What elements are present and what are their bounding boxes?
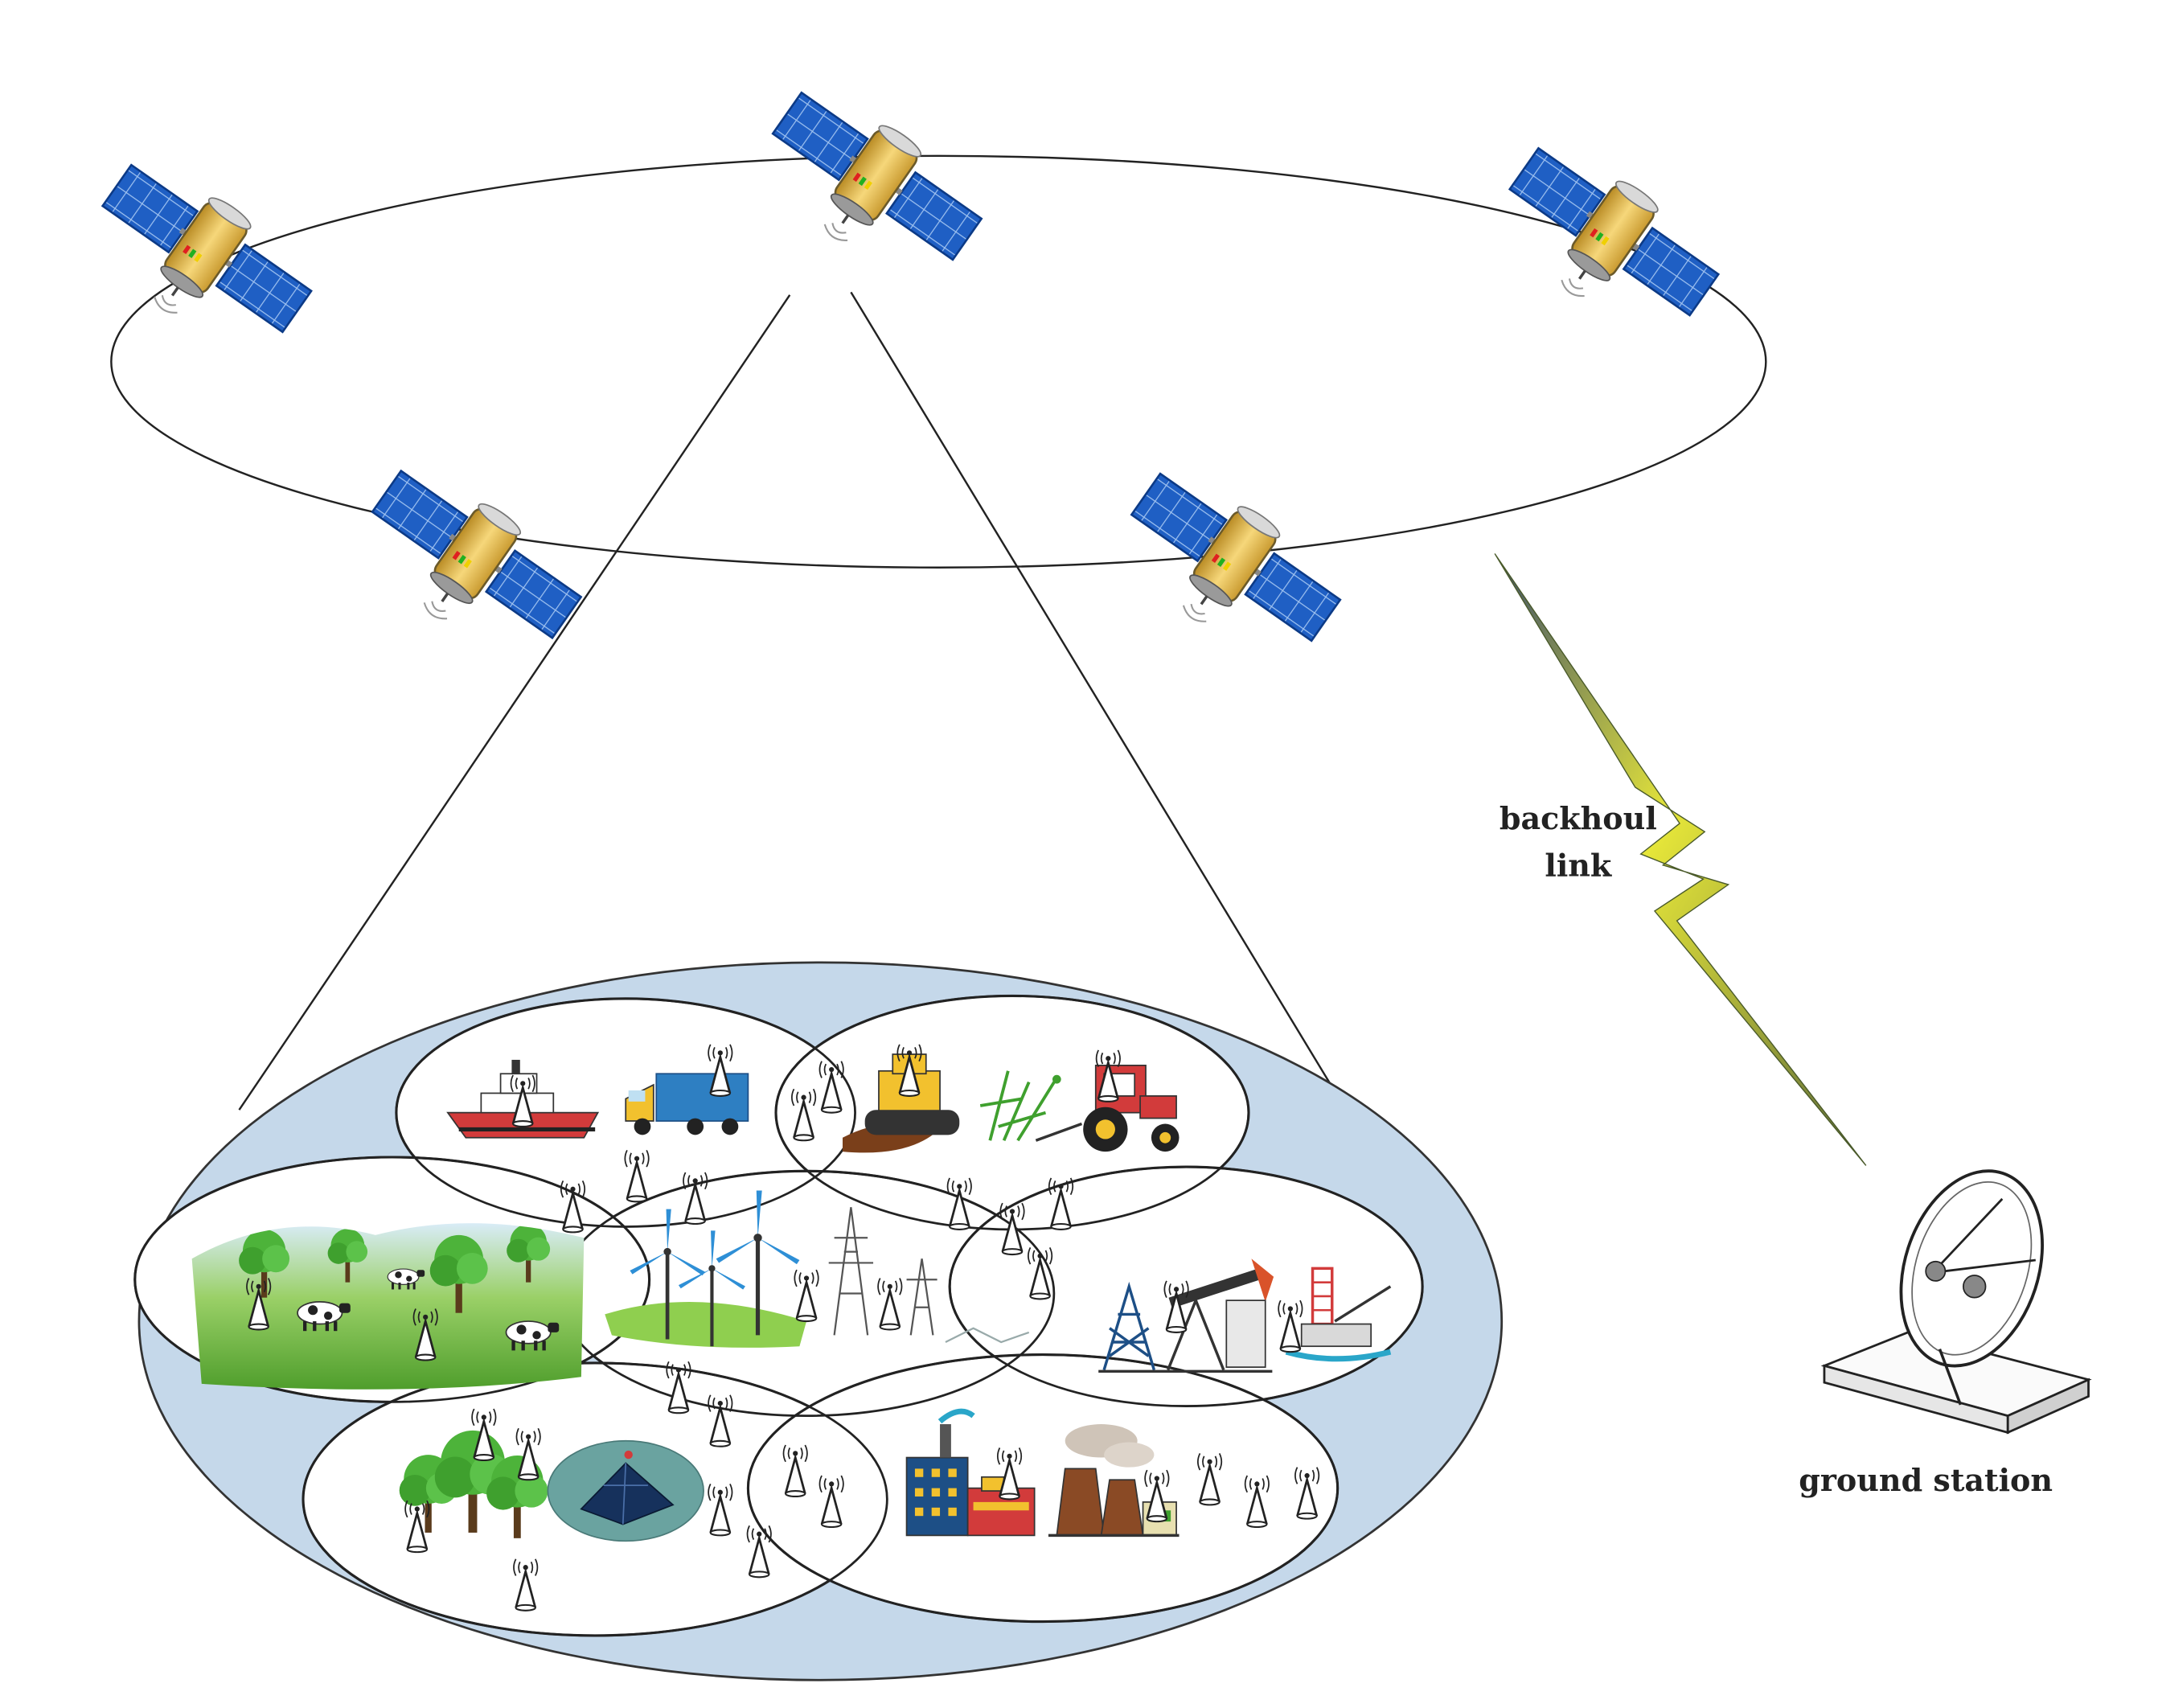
wind-turbine-icon xyxy=(605,1191,807,1348)
truck-icon xyxy=(625,1073,749,1135)
satellite-icon xyxy=(342,450,597,681)
power-pylon-icon xyxy=(828,1207,1030,1344)
backhaul-label: backhoul xyxy=(1500,800,1657,836)
coverage-beam-right xyxy=(850,291,1348,1111)
coverage-beam-left xyxy=(238,294,791,1111)
ground-station-label: ground station xyxy=(1799,1462,2053,1498)
satellite-dish-icon xyxy=(1820,1169,2092,1435)
offshore-rig-icon xyxy=(1285,1267,1392,1362)
pasture-with-cows-icon xyxy=(191,1223,585,1390)
satellite-icon xyxy=(1101,453,1356,684)
factory-icon xyxy=(905,1408,1036,1537)
satellite-icon xyxy=(1479,127,1733,358)
crop-icon xyxy=(979,1070,1061,1142)
satellite-icon xyxy=(742,72,997,302)
lightning-icon xyxy=(1494,553,1867,1166)
oil-derrick-icon xyxy=(1102,1281,1156,1371)
satellite-icon xyxy=(72,144,326,375)
backhaul-label-line2: link xyxy=(1545,848,1612,884)
solar-device-icon xyxy=(547,1439,704,1542)
pumpjack-icon xyxy=(1098,1258,1274,1373)
satellite-orbit xyxy=(110,154,1767,569)
